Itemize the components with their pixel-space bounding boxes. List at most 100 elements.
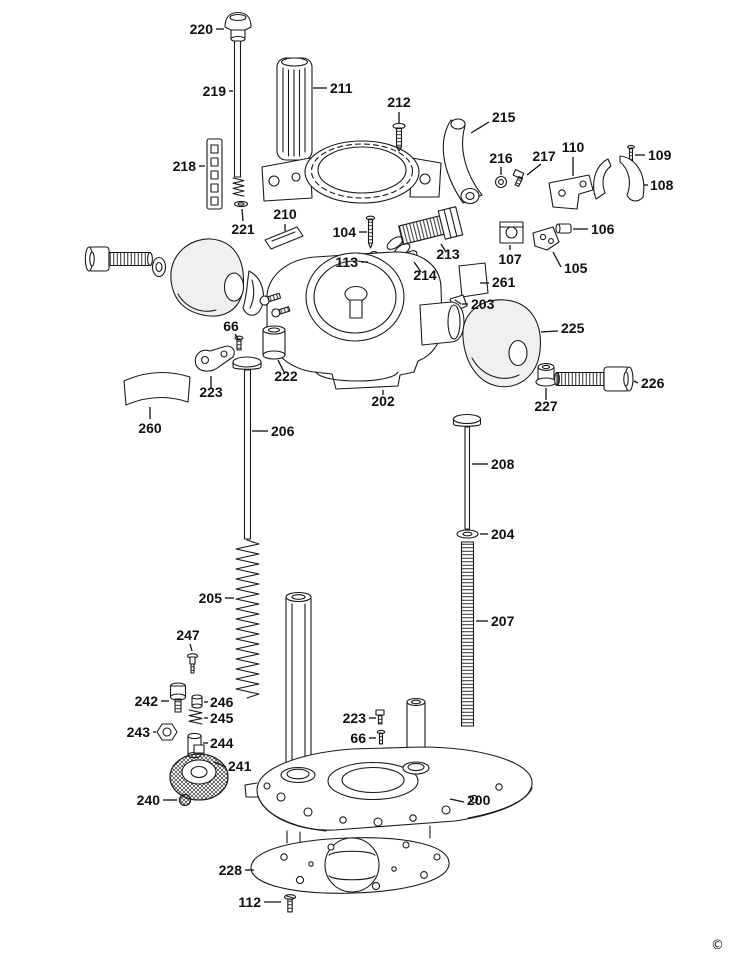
part-sleeve-222 [262, 325, 286, 360]
part-label-240: 240 [137, 792, 161, 808]
part-label-208: 208 [491, 456, 515, 472]
part-label-223: 223 [199, 384, 223, 400]
part-label-217: 217 [532, 148, 556, 164]
part-plunge-rod [232, 40, 245, 197]
part-label-211: 211 [330, 80, 353, 96]
part-washer-204 [456, 529, 479, 539]
part-clamp-lever-215 [442, 118, 483, 205]
leader-line-241 [213, 761, 227, 768]
part-screw-247 [186, 653, 199, 674]
part-label-66: 66 [223, 318, 239, 334]
part-washer-left [151, 256, 167, 278]
part-label-205: 205 [199, 590, 223, 606]
part-label-216: 216 [489, 150, 513, 166]
part-handle-bolt-left [84, 246, 153, 272]
part-label-202: 202 [371, 393, 395, 409]
part-label-215: 215 [492, 109, 516, 125]
part-label-106: 106 [591, 221, 615, 237]
part-label-206: 206 [271, 423, 295, 439]
part-label-219: 219 [203, 83, 227, 99]
part-ball-240 [178, 793, 192, 807]
part-label-108: 108 [650, 177, 674, 193]
part-bracket-110 [548, 174, 594, 210]
part-label-221: 221 [231, 221, 255, 237]
part-nut-216 [494, 175, 508, 189]
part-label-213: 213 [436, 246, 460, 262]
part-screw-212 [392, 122, 406, 152]
part-guide-post-left [285, 591, 312, 770]
part-label-244: 244 [210, 735, 234, 751]
part-screw-112 [283, 894, 297, 913]
part-label-218: 218 [173, 158, 197, 174]
part-spring-245 [188, 709, 203, 725]
part-pin-66-lower [376, 729, 386, 745]
part-label-247: 247 [176, 627, 200, 643]
part-label-210: 210 [273, 206, 297, 222]
part-base-200 [244, 746, 533, 846]
part-label-204: 204 [491, 526, 515, 542]
part-stop-rod-208 [452, 413, 482, 530]
part-barrel-106 [555, 223, 572, 234]
part-plate-261 [458, 262, 489, 298]
part-handle-bolt-right [554, 366, 634, 392]
part-label-207: 207 [491, 613, 515, 629]
part-label-107: 107 [498, 251, 522, 267]
part-setscrew-217 [512, 169, 525, 187]
part-label-214: 214 [413, 267, 437, 283]
leader-line-225 [540, 330, 559, 333]
part-clamp-screw-223-lower [375, 709, 385, 725]
leader-line-247 [189, 643, 193, 652]
part-rod-spring [232, 177, 245, 197]
part-label-66: 66 [350, 730, 366, 746]
part-threaded-rod-207 [460, 541, 475, 727]
leader-line-221 [241, 208, 244, 222]
part-label-261: 261 [492, 274, 516, 290]
part-label-112: 112 [238, 894, 261, 910]
part-label-200: 200 [467, 792, 491, 808]
part-label-260: 260 [138, 420, 162, 436]
leader-line-213 [440, 243, 447, 253]
part-clamp-223-upper [194, 345, 235, 372]
part-bushing-246 [191, 694, 203, 709]
part-spring-205 [235, 539, 260, 699]
part-motor-column [276, 57, 313, 161]
part-bracket-210 [264, 226, 304, 250]
leader-line-226 [633, 380, 639, 384]
part-nut-243 [156, 723, 178, 741]
part-label-223: 223 [343, 710, 367, 726]
part-body-202 [259, 251, 465, 390]
leader-line-217 [526, 163, 542, 176]
part-depth-rod-206 [232, 356, 262, 540]
leader-line-66 [234, 333, 239, 340]
part-label-226: 226 [641, 375, 665, 391]
part-bracket-105 [532, 226, 560, 251]
part-label-104: 104 [333, 224, 357, 240]
part-adjust-knob-241 [169, 744, 229, 801]
part-jaws-108 [593, 155, 645, 202]
part-subbase-228 [250, 837, 450, 894]
part-nut-227 [535, 363, 557, 387]
part-label-109: 109 [648, 147, 672, 163]
part-knob-right [462, 299, 541, 388]
part-label-242: 242 [135, 693, 159, 709]
part-knob-left [170, 238, 245, 317]
part-label-110: 110 [562, 139, 585, 155]
part-label-227: 227 [534, 398, 558, 414]
part-ring-221 [233, 200, 249, 208]
part-label-105: 105 [564, 260, 588, 276]
part-top-cap [224, 11, 252, 43]
leader-line-222 [277, 359, 285, 373]
part-knob-insert-left [242, 270, 264, 316]
part-label-113: 113 [335, 254, 358, 270]
part-block-107 [499, 221, 524, 244]
copyright-mark: © [711, 938, 724, 953]
part-pin-104 [365, 215, 376, 249]
part-depth-scale [206, 138, 223, 210]
leader-line-200 [449, 798, 465, 803]
part-label-plate-260 [123, 371, 191, 406]
part-label-220: 220 [190, 21, 214, 37]
part-threaded-barrel-213 [398, 206, 464, 246]
